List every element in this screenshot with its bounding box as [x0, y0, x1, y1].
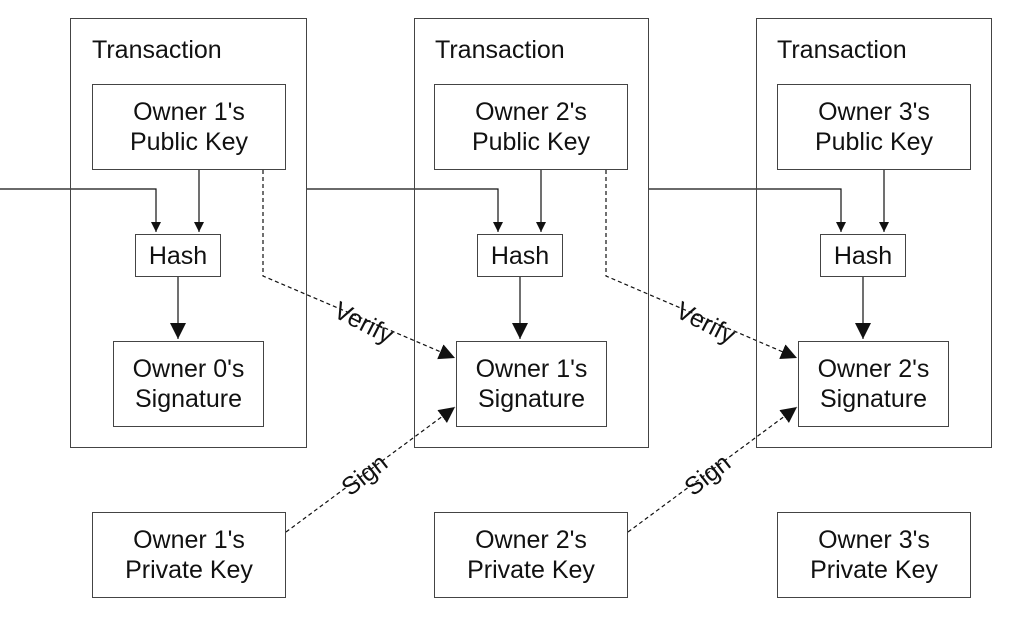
public-key-box: Owner 2's Public Key [434, 84, 628, 170]
public-key-label: Owner 3's Public Key [814, 98, 934, 156]
hash-box: Hash [135, 234, 221, 277]
public-key-box: Owner 3's Public Key [777, 84, 971, 170]
signature-label: Owner 0's Signature [132, 355, 245, 413]
hash-label: Hash [490, 241, 550, 270]
private-key-label: Owner 3's Private Key [810, 526, 938, 584]
private-key-label: Owner 2's Private Key [467, 526, 595, 584]
signature-label: Owner 1's Signature [475, 355, 588, 413]
hash-label: Hash [833, 241, 893, 270]
chain-arrow [0, 188, 161, 232]
verify-arrow [262, 170, 456, 360]
chain-arrow [649, 188, 846, 232]
transaction-title: Transaction [92, 36, 222, 64]
transaction-box-1 [70, 18, 307, 448]
transaction-box-2 [414, 18, 649, 448]
transaction-title: Transaction [777, 36, 907, 64]
sign-arrow [285, 406, 456, 533]
private-key-box: Owner 2's Private Key [434, 512, 628, 598]
public-key-box: Owner 1's Public Key [92, 84, 286, 170]
transaction-title: Transaction [435, 36, 565, 64]
private-key-label: Owner 1's Private Key [125, 526, 253, 584]
private-key-box: Owner 3's Private Key [777, 512, 971, 598]
private-key-box: Owner 1's Private Key [92, 512, 286, 598]
public-key-label: Owner 1's Public Key [129, 98, 249, 156]
signature-box: Owner 1's Signature [456, 341, 607, 427]
signature-label: Owner 2's Signature [817, 355, 930, 413]
hash-box: Hash [477, 234, 563, 277]
hash-box: Hash [820, 234, 906, 277]
sign-arrow [627, 406, 798, 533]
signature-box: Owner 2's Signature [798, 341, 949, 427]
transaction-box-3 [756, 18, 992, 448]
public-key-label: Owner 2's Public Key [471, 98, 591, 156]
verify-arrow [605, 170, 798, 360]
signature-box: Owner 0's Signature [113, 341, 264, 427]
hash-label: Hash [148, 241, 208, 270]
chain-arrow [307, 188, 503, 232]
